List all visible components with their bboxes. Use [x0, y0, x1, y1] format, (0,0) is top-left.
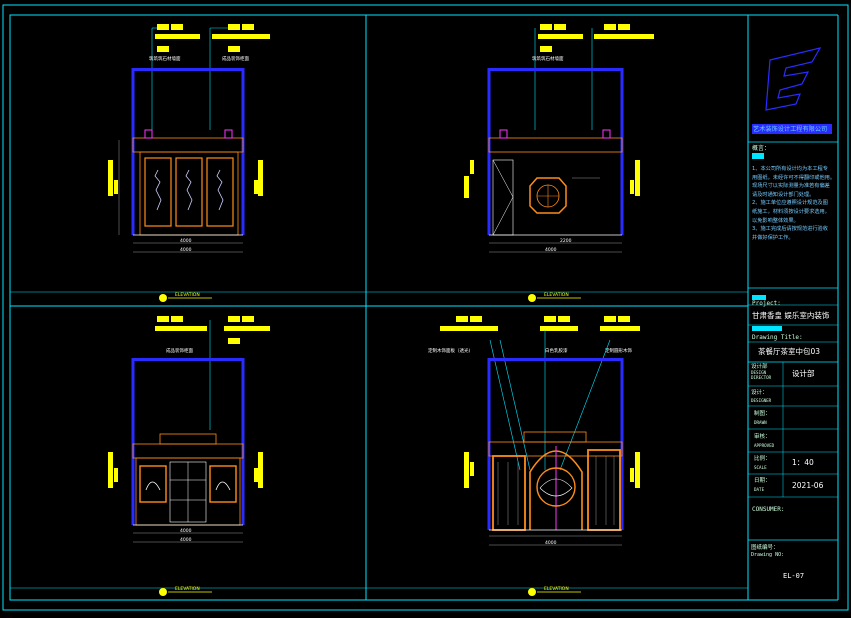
elevation-label: ELEVATION	[175, 292, 200, 298]
elevation-label: ELEVATION	[544, 292, 569, 298]
drawing-title-label: Drawing Title:	[752, 334, 803, 341]
elevation-a: 筑筑筑石材墙面 成品装饰柜面 4000 4000 ELEVATION	[108, 24, 270, 302]
date-label: 日期：	[754, 478, 771, 484]
designer-label: 设计：	[751, 390, 768, 396]
drawn-label-en: DRAWN	[754, 420, 767, 425]
callout-text: 定制木饰面板（透光)	[428, 347, 470, 354]
elevation-b: 筑筑筑石材墙面 2200 4000 ELEVATION	[464, 24, 654, 302]
drawing-title: 茶餐厅茶室中包03	[758, 347, 821, 356]
drawn-label: 制图：	[754, 411, 771, 417]
callout-text: 成品装饰柜面	[166, 347, 193, 354]
title-block	[748, 47, 838, 541]
design-label: 设计部	[751, 364, 768, 370]
svg-text:4000: 4000	[180, 238, 192, 244]
project-name: 甘肃香皇 娱乐室内装饰	[752, 311, 830, 320]
callout-text: 筑筑筑石材墙面	[149, 55, 181, 62]
drawing-no-label-en: Drawing NO:	[751, 552, 785, 558]
elevation-label: ELEVATION	[544, 586, 569, 592]
elevation-d: 定制木饰面板（透光) 白色乳胶漆 定制圆形木饰 4000 ELEVA	[428, 316, 640, 596]
svg-text:4000: 4000	[545, 247, 557, 253]
design-value: 设计部	[792, 369, 815, 378]
sheet-inner-frame	[9, 14, 749, 601]
callout-text: 筑筑筑石材墙面	[532, 55, 564, 62]
date-label-en: DATE	[754, 487, 765, 492]
sheet-outer-frame	[2, 4, 849, 611]
callout-text: 定制圆形木饰	[605, 347, 632, 354]
scale-label: 比例：	[754, 456, 771, 462]
svg-text:2200: 2200	[560, 238, 572, 244]
svg-text:4000: 4000	[180, 247, 192, 253]
design-label-en: DESIGN DIRECTOR	[751, 370, 772, 380]
callout-text: 成品装饰柜面	[222, 55, 249, 62]
svg-text:4000: 4000	[180, 528, 192, 534]
project-label: Project:	[752, 300, 781, 307]
approved-label-en: APPROVED	[754, 443, 775, 448]
drawing-number: EL-07	[783, 572, 805, 580]
svg-text:4000: 4000	[545, 540, 557, 546]
callout-tag	[157, 24, 169, 30]
designer-label-en: DESIGNER	[751, 398, 772, 403]
consumer-label: CONSUMER:	[752, 506, 785, 513]
notes-heading: 概言：	[752, 145, 771, 152]
company-name: 艺术装饰设计工程有限公司	[753, 126, 828, 133]
drawing-no-label: 图纸编号：	[751, 545, 779, 551]
company-logo	[765, 47, 822, 111]
elevation-c: 成品装饰柜面 4000 4000 ELEVATION	[108, 316, 270, 596]
general-notes: 1、本公司所有设计均为本工程专 用图纸，未经许可不得翻印或他用。 现场尺寸以实际…	[752, 166, 836, 241]
scale-label-en: SCALE	[754, 465, 767, 470]
date-value: 2021-06	[792, 481, 824, 490]
svg-text:4000: 4000	[180, 537, 192, 543]
callout-text: 白色乳胶漆	[545, 347, 568, 354]
elevation-label: ELEVATION	[175, 586, 200, 592]
approved-label: 审核：	[754, 434, 771, 440]
scale-value: 1：40	[792, 458, 814, 467]
